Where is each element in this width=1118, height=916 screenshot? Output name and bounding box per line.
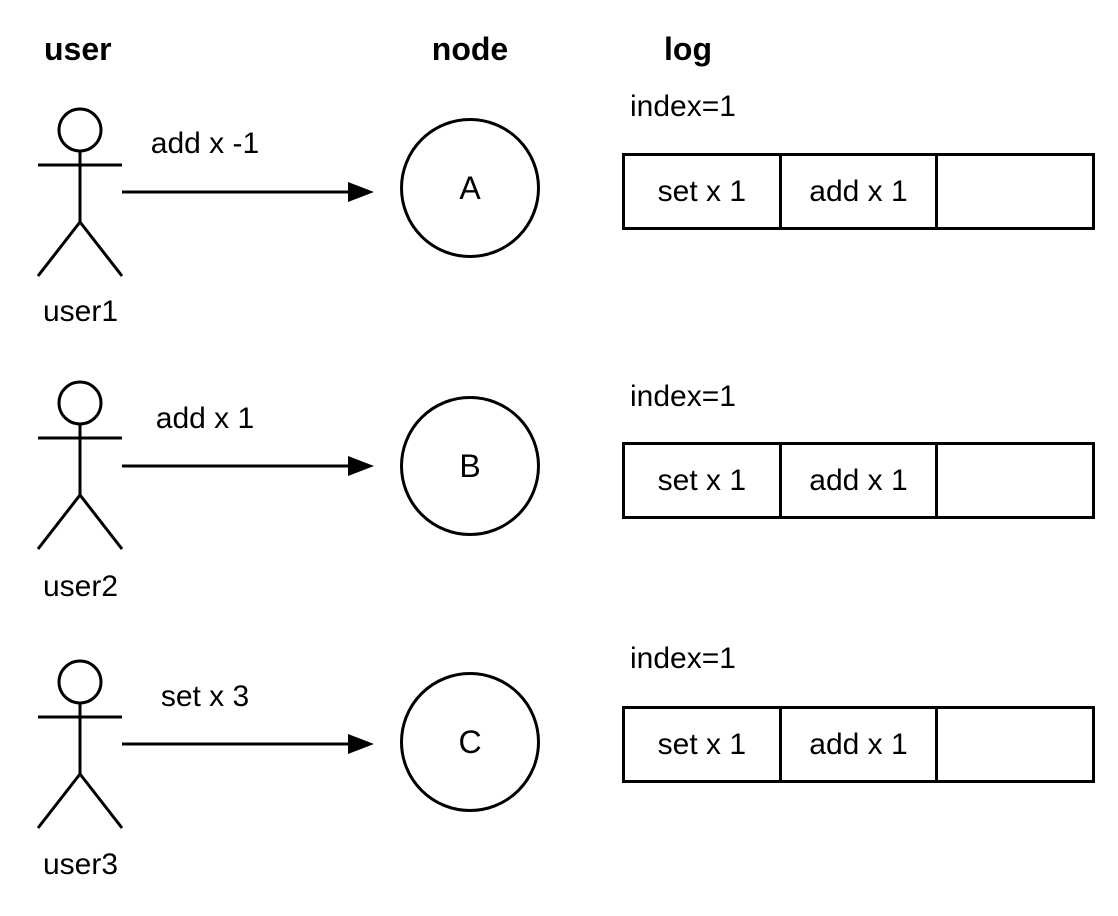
node-circle: A (400, 118, 540, 258)
user-label: user2 (43, 570, 119, 603)
log-index-label: index=1 (630, 90, 736, 123)
node-label: B (459, 447, 481, 484)
log-cell (935, 156, 1092, 227)
stick-figure-icon (36, 659, 124, 829)
column-header-user: user (44, 31, 112, 67)
user-label: user1 (43, 295, 119, 328)
node-label: A (459, 169, 481, 206)
log-cell (935, 709, 1092, 780)
log-cell: add x 1 (778, 156, 936, 227)
log-table: set x 1 add x 1 (622, 153, 1095, 230)
log-cell (935, 445, 1092, 516)
node-circle: C (400, 672, 540, 812)
log-table: set x 1 add x 1 (622, 706, 1095, 783)
column-header-node: node (431, 31, 509, 67)
node-label: C (458, 723, 482, 760)
arrow-right-icon (122, 182, 374, 202)
log-cell: add x 1 (778, 709, 936, 780)
log-cell: add x 1 (778, 445, 936, 516)
column-header-log: log (664, 31, 712, 67)
message-label: add x 1 (155, 402, 255, 435)
log-cell: set x 1 (657, 463, 747, 497)
log-cell: set x 1 (657, 727, 747, 761)
message-label: add x -1 (150, 127, 260, 160)
stick-figure-icon (36, 380, 124, 550)
log-cell: set x 1 (657, 174, 747, 208)
log-index-label: index=1 (630, 380, 736, 413)
log-table: set x 1 add x 1 (622, 442, 1095, 519)
arrow-right-icon (122, 456, 374, 476)
log-index-label: index=1 (630, 642, 736, 675)
arrow-right-icon (122, 734, 374, 754)
user-label: user3 (43, 848, 119, 881)
message-label: set x 3 (160, 680, 250, 713)
node-circle: B (400, 396, 540, 536)
stick-figure-icon (36, 107, 124, 277)
